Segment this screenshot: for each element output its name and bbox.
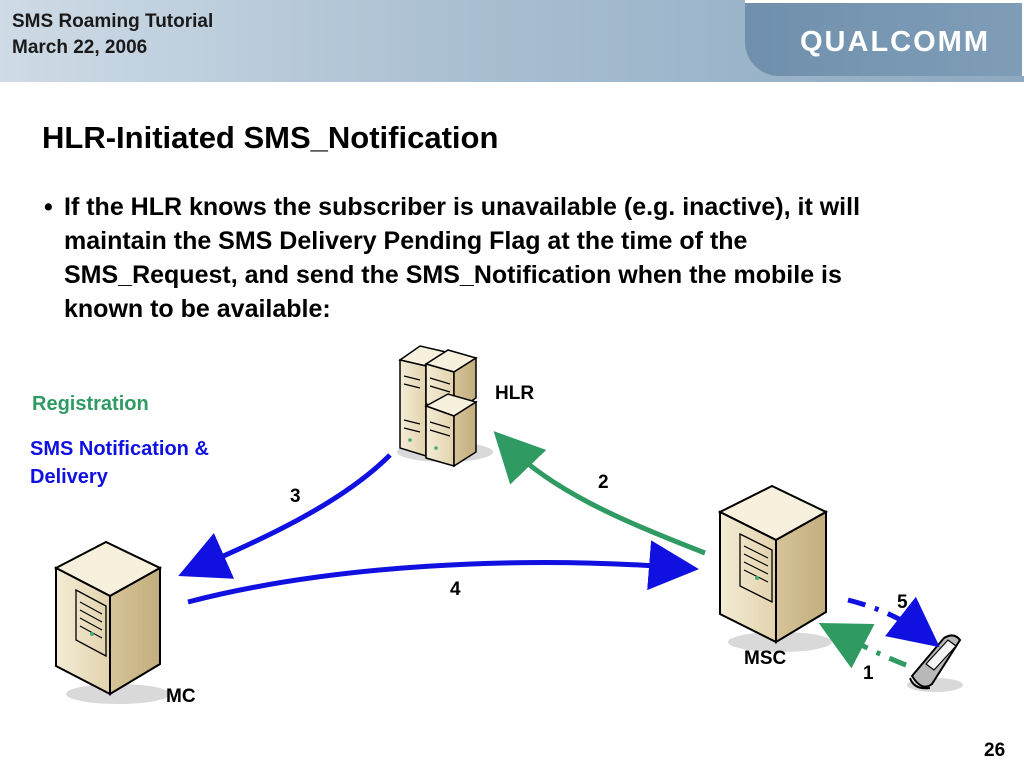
msc-server-icon: [717, 484, 832, 652]
legend-registration: Registration: [32, 393, 149, 415]
logo-area: [745, 0, 1024, 76]
step-3-label: 3: [290, 486, 301, 507]
step-1-label: 1: [863, 663, 874, 684]
page-number: 26: [984, 740, 1006, 761]
arrow-step-1: [818, 623, 907, 669]
hlr-server-icon: [397, 345, 493, 468]
arrow-step-5: [847, 596, 940, 648]
bullet-dot: •: [44, 193, 53, 221]
presentation-date: March 22, 2006: [12, 37, 148, 58]
step-4-label: 4: [450, 579, 461, 600]
legend-notification: SMS Notification & Delivery: [30, 438, 209, 488]
msc-label: MSC: [744, 648, 787, 669]
slide-title: HLR-Initiated SMS_Notification: [42, 120, 499, 155]
logo-text: QUALCOMM: [800, 25, 990, 58]
hlr-label: HLR: [495, 383, 535, 404]
arrow-step-3: [178, 453, 392, 579]
step-2-label: 2: [598, 472, 609, 493]
arrow-step-2: [493, 431, 706, 556]
mc-label: MC: [166, 686, 196, 707]
mc-server-icon: [53, 540, 170, 704]
presentation-title: SMS Roaming Tutorial: [12, 11, 214, 32]
mobile-phone-icon: [907, 634, 963, 692]
step-5-label: 5: [897, 592, 908, 613]
bullet-text: If the HLR knows the subscriber is unava…: [64, 193, 861, 323]
bullet-point: • If the HLR knows the subscriber is una…: [44, 190, 924, 326]
arrow-step-4: [187, 540, 699, 605]
qualcomm-logo: QUALCOMM: [800, 20, 990, 64]
